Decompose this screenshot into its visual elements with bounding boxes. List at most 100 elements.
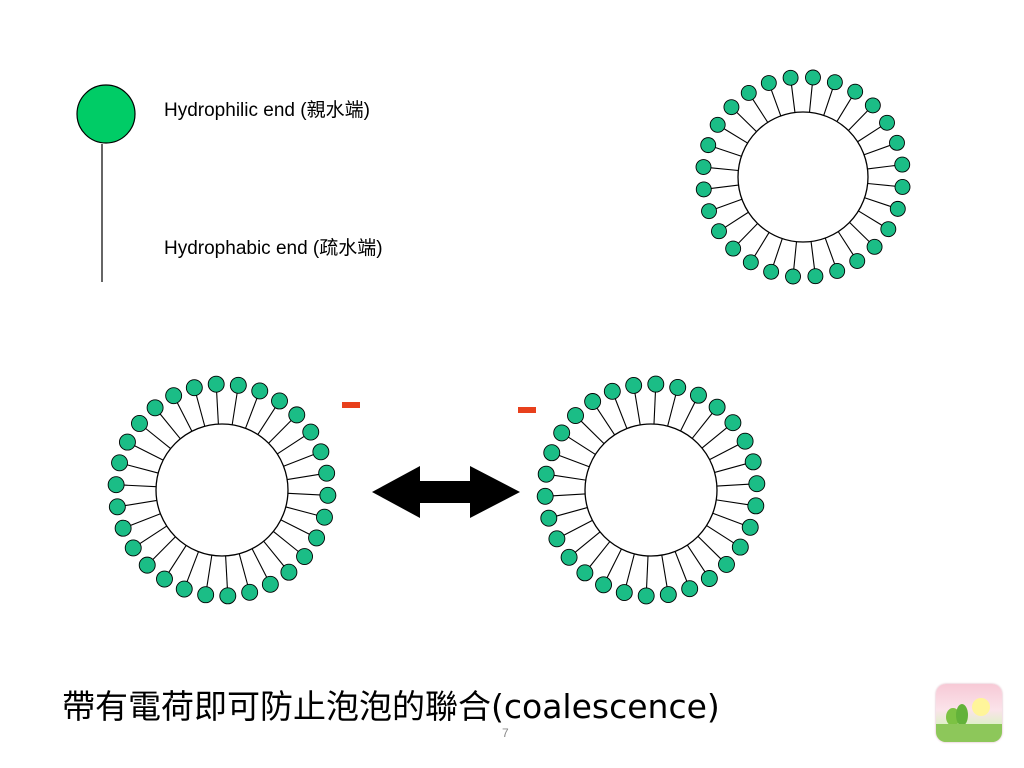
surfactant-head (731, 538, 749, 556)
surfactant-head (185, 379, 203, 397)
surfactant-head (740, 85, 757, 101)
surfactant-tail (667, 395, 677, 427)
surfactant-head (316, 508, 333, 526)
surfactant-head (724, 414, 742, 432)
page-number: 7 (502, 726, 509, 740)
surfactant-tail (257, 407, 276, 435)
surfactant-tail (848, 110, 868, 131)
double-arrow-icon (372, 466, 520, 518)
surfactant-tail (723, 128, 748, 144)
surfactant-head (537, 465, 555, 483)
surfactant-tail (152, 536, 176, 560)
surfactant-head (889, 200, 906, 217)
surfactant-tail (738, 223, 758, 244)
legend-surfactant (76, 84, 136, 282)
micelle-core (737, 111, 869, 243)
surfactant-tail (836, 97, 852, 122)
surfactant-head (543, 444, 561, 462)
surfactant-tail (124, 484, 157, 488)
surfactant-head (695, 181, 712, 198)
surfactant-head (741, 518, 759, 536)
surfactant-head (536, 487, 554, 505)
surfactant-head (695, 159, 712, 175)
surfactant-tail (790, 85, 796, 113)
surfactant-head (560, 548, 578, 566)
surfactant-tail (263, 540, 285, 567)
surfactant-tail (574, 531, 601, 553)
surfactant-tail (206, 555, 213, 587)
surfactant-tail (793, 241, 798, 270)
surfactant-head (156, 570, 173, 588)
surfactant-tail (556, 507, 588, 517)
surfactant-tail (864, 197, 891, 208)
surfactant-tail (711, 184, 739, 190)
surfactant-head (725, 240, 742, 257)
surfactant-tail (715, 198, 743, 210)
surfactant-head (229, 376, 247, 394)
surfactant-head (288, 406, 306, 424)
surfactant-head (540, 509, 558, 527)
surfactant-head (107, 476, 125, 494)
surfactant-head (659, 586, 677, 604)
surfactant-head (548, 530, 566, 548)
surfactant-head (826, 74, 843, 91)
surfactant-tail (559, 455, 590, 468)
surfactant-head (637, 587, 655, 605)
surfactant-head (669, 378, 687, 396)
surfactant-tail (238, 553, 249, 585)
surfactant-head (829, 263, 846, 279)
surfactant-head (736, 432, 754, 450)
surfactant-tail (554, 474, 586, 481)
surfactant-head (805, 69, 821, 86)
surfactant-tail (231, 393, 238, 425)
surfactant-tail (691, 413, 713, 439)
surfactant-tail (867, 182, 896, 187)
surfactant-head (312, 443, 330, 461)
surfactant-tail (674, 551, 688, 582)
surfactant-tail (823, 89, 834, 116)
surfactant-tail (849, 222, 870, 242)
surfactant-head (625, 376, 643, 394)
surfactant-tail (134, 445, 164, 461)
surfactant-tail (724, 211, 749, 228)
surfactant-head (261, 575, 279, 593)
surfactant-tail (770, 89, 782, 117)
surfactant-head (108, 498, 126, 516)
surfactant-tail (283, 454, 314, 467)
micelle-top-right (695, 69, 911, 285)
surfactant-head (175, 580, 193, 598)
surfactant-head (864, 97, 881, 114)
surfactant-tail (186, 551, 200, 582)
surfactant-head (894, 179, 911, 195)
surfactant-head (647, 375, 665, 393)
surfactant-tail (606, 548, 622, 578)
surfactant-tail (273, 530, 299, 552)
surfactant-head (709, 116, 726, 133)
surfactant-head (615, 584, 633, 602)
surfactant-tail (715, 146, 742, 157)
hydrophobic-label: Hydrophabic end (疏水端) (164, 238, 383, 259)
surfactant-tail (276, 435, 305, 455)
surfactant-tail (285, 506, 317, 516)
surfactant-head (723, 99, 740, 116)
surfactant-head (681, 580, 699, 598)
surfactant-head (847, 83, 864, 100)
surfactant-tail (280, 519, 310, 535)
surfactant-tail (553, 493, 586, 497)
surfactant-tail (145, 428, 171, 450)
surfactant-tail (580, 420, 605, 445)
surfactant-tail (244, 398, 258, 429)
surfactant-head (584, 393, 602, 410)
surfactant-head (807, 268, 824, 285)
micelle-core (155, 423, 289, 557)
surfactant-tail (772, 238, 783, 265)
surfactant-tail (130, 513, 161, 526)
surfactant-head (576, 564, 594, 582)
surfactant-tail (159, 413, 181, 440)
surfactant-tail (716, 483, 749, 487)
surfactant-head (760, 75, 777, 91)
surfactant-head (700, 570, 718, 587)
surfactant-head (318, 464, 336, 482)
legend-head (76, 84, 136, 144)
